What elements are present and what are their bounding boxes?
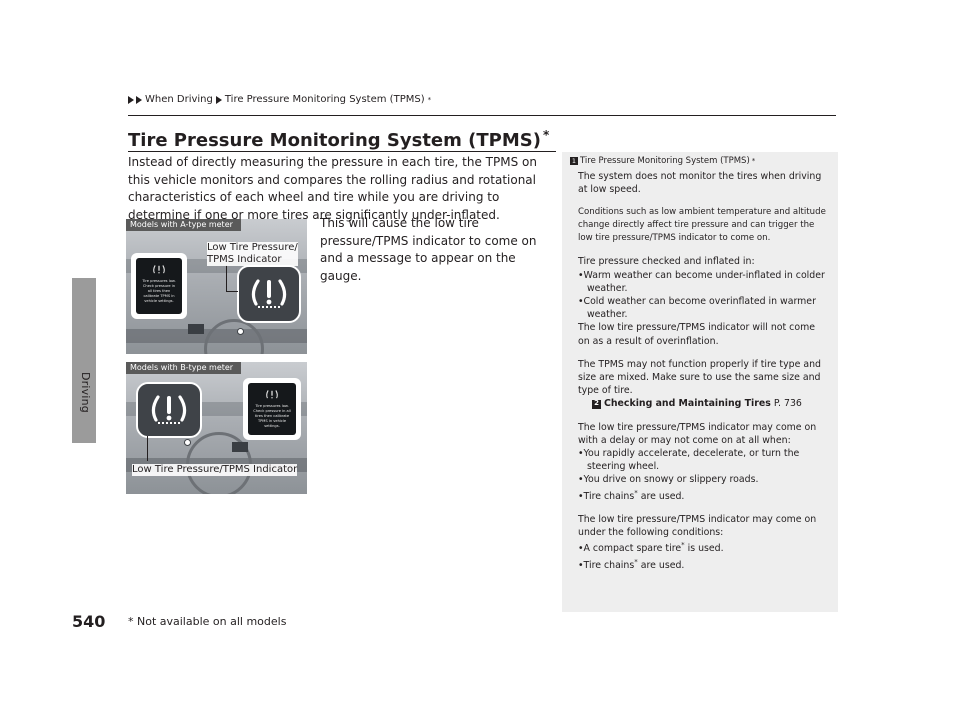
callout-leader-line — [147, 436, 148, 461]
cross-reference-page[interactable]: P. 736 — [773, 398, 802, 410]
triangle-arrow-icon — [128, 95, 134, 104]
figure-a-display-screen: Tire pressures low. Check pressure in al… — [136, 258, 182, 314]
header-rule — [128, 115, 836, 116]
reference-arrow-icon: 2 — [592, 399, 601, 409]
footnote: * Not available on all models — [128, 615, 287, 628]
display-pointer — [188, 324, 204, 334]
steering-wheel-shape — [186, 432, 252, 494]
note-bullet: •Warm weather can become under-inflated … — [578, 269, 825, 294]
side-note-body: The system does not monitor the tires wh… — [570, 170, 828, 572]
tpms-warning-icon — [251, 279, 287, 308]
section-side-tab — [72, 278, 96, 443]
intro-paragraph: Instead of directly measuring the pressu… — [128, 155, 537, 222]
note-marker-icon: 1 — [570, 157, 578, 165]
note-paragraph: The TPMS may not function properly if ti… — [578, 358, 821, 397]
breadcrumb-star: * — [427, 95, 432, 104]
figure-a-callout: Low Tire Pressure/ TPMS Indicator — [207, 242, 298, 266]
figure-a-display: Tire pressures low. Check pressure in al… — [131, 253, 187, 319]
side-note-title: 1 Tire Pressure Monitoring System (TPMS)… — [570, 156, 828, 166]
tpms-warning-icon — [151, 395, 187, 424]
page-title-star: * — [542, 128, 550, 142]
note-bullet: •You rapidly accelerate, decelerate, or … — [578, 448, 800, 473]
section-label: Driving — [79, 372, 92, 413]
figure-a-callout-line2: TPMS Indicator — [207, 254, 282, 265]
breadcrumb-item-tpms[interactable]: Tire Pressure Monitoring System (TPMS) — [224, 94, 425, 105]
side-note-title-text: Tire Pressure Monitoring System (TPMS) — [580, 156, 750, 166]
page-number: 540 — [72, 612, 106, 631]
indicator-marker-dot — [237, 328, 244, 335]
note-bullet: •Tire chains* are used. — [578, 488, 685, 502]
figure-b-display: Tire pressures low. Check pressure in al… — [243, 378, 301, 440]
callout-leader-line — [226, 265, 227, 292]
tpms-warning-icon — [153, 265, 165, 274]
side-note-title-star: * — [751, 157, 756, 165]
title-rule — [128, 151, 556, 152]
note-bullet: •Tire chains* are used. — [578, 557, 685, 571]
figure-b-indicator-bubble — [136, 382, 202, 438]
cause-paragraph: This will cause the low tire pressure/TP… — [320, 216, 537, 283]
triangle-arrow-icon — [215, 95, 222, 104]
figure-b-tag: Models with B-type meter — [126, 362, 242, 374]
indicator-marker-dot — [184, 439, 191, 446]
page-title: Tire Pressure Monitoring System (TPMS)* — [128, 128, 549, 151]
tpms-warning-icon — [266, 390, 278, 399]
page-title-text: Tire Pressure Monitoring System (TPMS) — [128, 130, 541, 151]
note-paragraph: The low tire pressure/TPMS indicator may… — [578, 421, 817, 446]
note-paragraph: Tire pressure checked and inflated in: — [578, 256, 755, 268]
note-paragraph: Conditions such as low ambient temperatu… — [578, 207, 826, 244]
cross-reference-title[interactable]: Checking and Maintaining Tires — [604, 398, 771, 410]
figure-b-display-message: Tire pressures low. Check pressure in al… — [253, 404, 291, 428]
figure-a-meter: Models with A-type meter Tire pressures … — [126, 219, 307, 354]
figure-b-display-screen: Tire pressures low. Check pressure in al… — [248, 383, 296, 435]
callout-leader-line — [226, 291, 238, 292]
note-bullet: •You drive on snowy or slippery roads. — [578, 474, 759, 486]
figure-a-indicator-bubble — [237, 265, 301, 323]
figure-b-callout: Low Tire Pressure/TPMS Indicator — [132, 464, 298, 476]
display-pointer — [232, 442, 248, 452]
figure-a-tag: Models with A-type meter — [126, 219, 241, 231]
note-bullet: •A compact spare tire* is used. — [578, 541, 724, 555]
breadcrumb: When Driving Tire Pressure Monitoring Sy… — [128, 94, 431, 105]
note-paragraph: The system does not monitor the tires wh… — [578, 171, 822, 196]
cross-reference-link[interactable]: 2 Checking and Maintaining Tires P. 736 — [578, 397, 828, 410]
figure-a-callout-line1: Low Tire Pressure/ — [207, 242, 298, 253]
note-paragraph: The low tire pressure/TPMS indicator wil… — [578, 322, 815, 347]
note-bullet: •Cold weather can become overinflated in… — [578, 296, 816, 321]
note-paragraph: The low tire pressure/TPMS indicator may… — [578, 513, 817, 539]
figure-a-display-message: Tire pressures low. Check pressure in al… — [142, 279, 176, 303]
side-note-panel: 1 Tire Pressure Monitoring System (TPMS)… — [562, 152, 838, 612]
steering-wheel-shape — [204, 319, 264, 354]
triangle-arrow-icon — [136, 95, 142, 104]
breadcrumb-item-when-driving[interactable]: When Driving — [145, 94, 213, 105]
